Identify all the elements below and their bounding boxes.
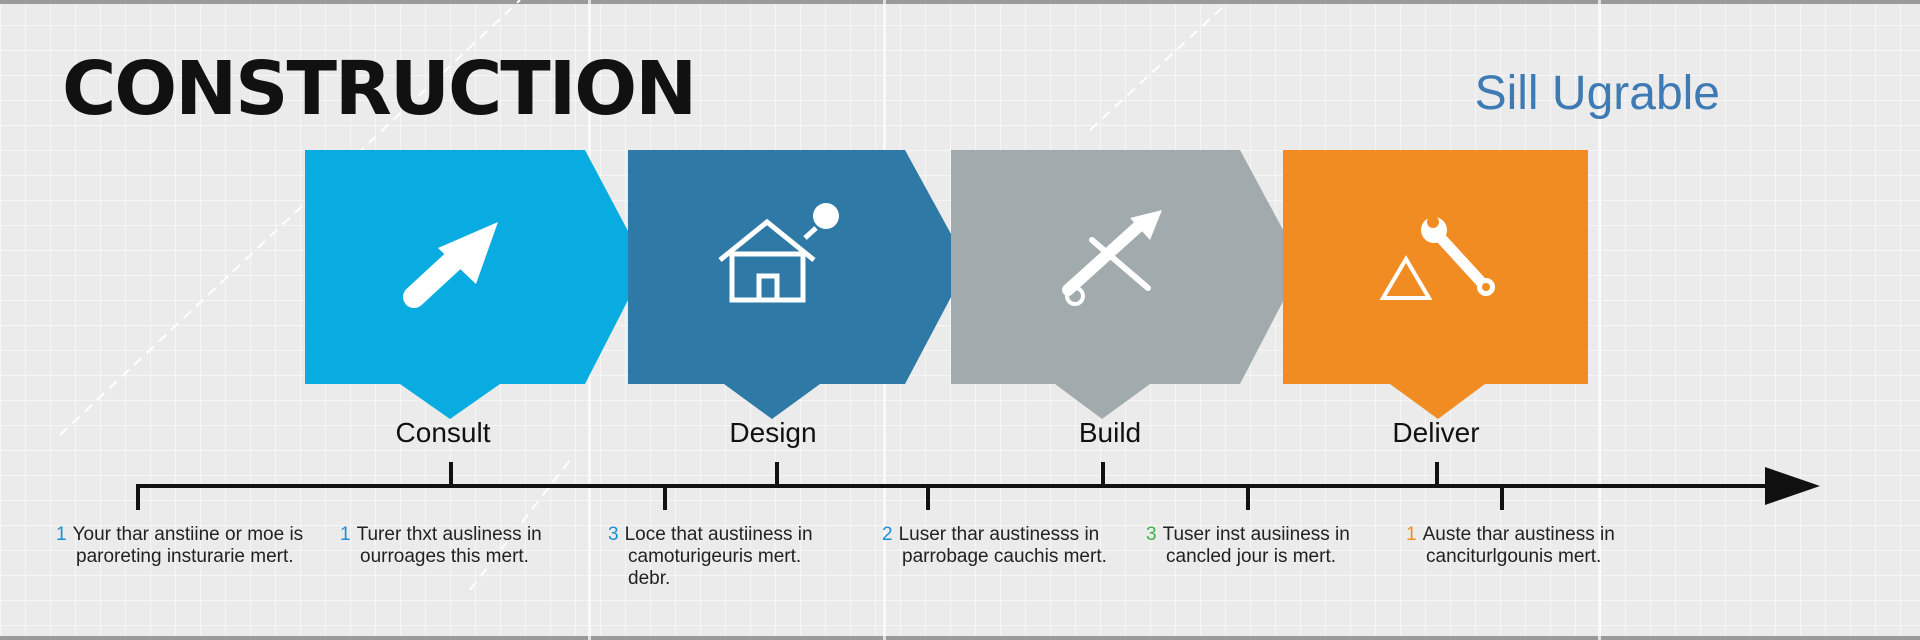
guide-line [59,0,521,436]
stage-design [628,150,968,419]
note-number: 1 [56,524,67,545]
stage-shape-build [951,150,1302,419]
note-text: parrobage cauchis mert. [902,546,1107,567]
note-text: Auste thar austiness in [1422,524,1615,545]
timeline-arrowhead [1765,467,1820,505]
note-number: 1 [1406,524,1417,545]
stage-consult [305,150,646,419]
stage-shape-deliver [1283,150,1588,419]
stage-label-build: Build [1078,417,1142,448]
note-number: 3 [1146,524,1157,545]
note-text: debr. [628,568,671,589]
stage-label-deliver: Deliver [1392,417,1480,448]
wrench-icon [1421,216,1495,296]
stage-shape-design [628,150,968,419]
stage-shape-consult [305,150,646,419]
note-text: cancled jour is mert. [1166,546,1337,567]
trowel-icon [403,222,498,308]
page-title: CONSTRUCTION [62,46,697,132]
note-text: ourroages this mert. [360,546,529,567]
note-text: canciturlgounis mert. [1426,546,1602,567]
note-text: camoturigeuris mert. [628,546,802,567]
note-number: 3 [608,524,619,545]
stage-label-design: Design [729,417,817,448]
note-text: Luser thar austinesss in [898,524,1100,545]
guide-line [1089,4,1226,131]
stage-deliver [1283,150,1588,419]
note-text: Tuser inst ausiiness in [1162,524,1350,545]
note-text: Loce that austiiness in [624,524,813,545]
house-icon [718,203,839,303]
stage-build [951,150,1302,419]
note-text: Your thar anstiine or moe is [72,524,304,545]
note-text: paroreting insturarie mert. [76,546,294,567]
grid-highlight-line [1598,0,1601,640]
note-text: Turer thxt ausliness in [356,524,542,545]
tools-icon [1062,210,1162,306]
guide-line [469,459,571,591]
note-number: 2 [882,524,893,545]
frame-top-border [0,0,1920,4]
note-number: 1 [340,524,351,545]
warning-triangle-icon [1379,255,1433,300]
frame-bottom-border [0,636,1920,640]
stage-label-consult: Consult [395,417,491,448]
brand-name: Sill Ugrable [1474,67,1720,120]
